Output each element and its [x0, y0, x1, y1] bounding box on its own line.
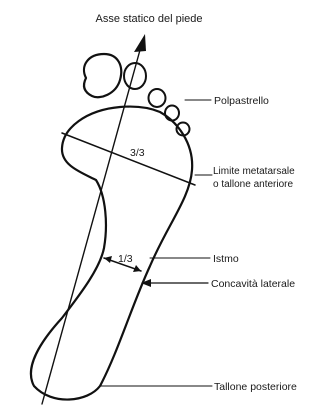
third-toe: [149, 89, 166, 107]
fourth-toe: [165, 106, 179, 121]
limite-label-line2: o tallone anteriore: [213, 179, 293, 190]
polpastrello-label: Polpastrello: [214, 95, 269, 107]
isthmus-measure: 1/3: [118, 253, 133, 265]
metatarsal-line: [62, 133, 195, 185]
static-axis-line: [42, 50, 140, 404]
tallone-label: Tallone posteriore: [214, 381, 297, 393]
diagram-title: Asse statico del piede: [95, 13, 202, 25]
forefoot-measure: 3/3: [130, 147, 145, 159]
static-axis-arrowhead: [134, 34, 146, 52]
concavita-label: Concavità laterale: [211, 278, 295, 290]
big-toe: [84, 54, 121, 97]
limite-label-line1: Limite metatarsale: [213, 166, 295, 177]
isthmus-arrow-left: [104, 256, 112, 263]
istmo-label: Istmo: [213, 253, 239, 265]
